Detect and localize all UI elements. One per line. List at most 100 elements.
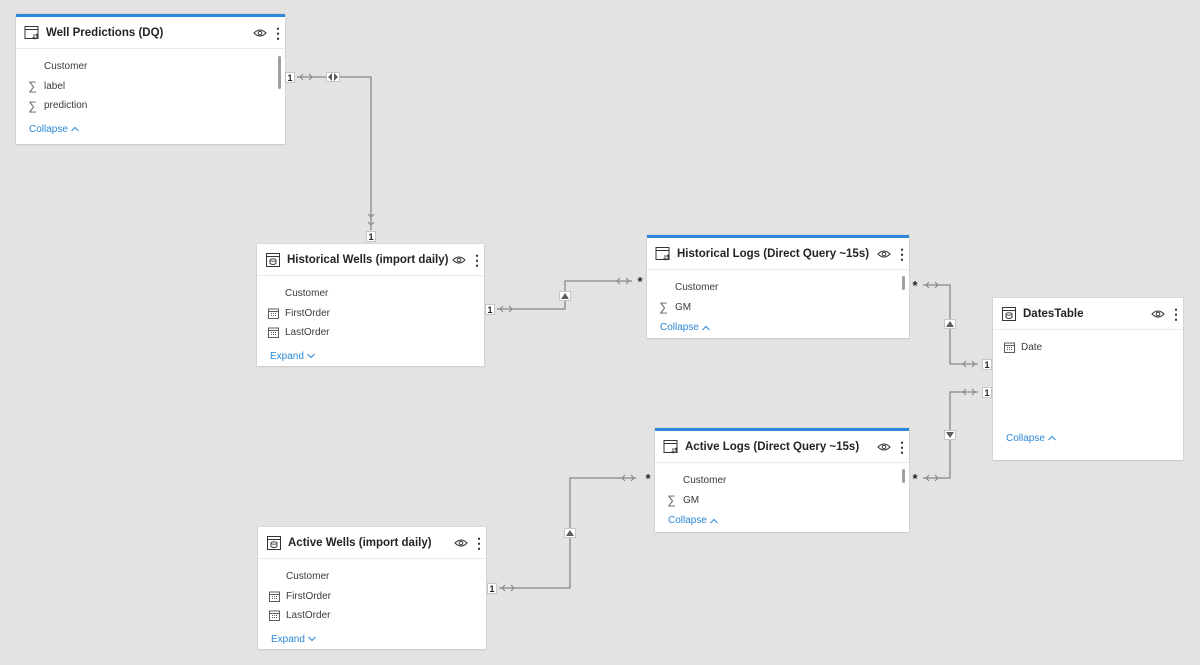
field-row[interactable]: ∑ GM [655,491,909,511]
expand-button[interactable]: Expand [271,634,316,645]
field-name: Customer [675,282,719,294]
eye-icon[interactable] [253,28,267,38]
more-options-icon[interactable]: ⋮ [271,24,285,41]
eye-icon[interactable] [454,538,468,548]
table-title: DatesTable [1023,307,1084,320]
collapse-button[interactable]: Collapse [1006,433,1056,444]
chevron-up-icon [710,518,718,523]
relationship-line-predictions-wells [297,76,372,230]
field-row[interactable]: ∑ GM [647,298,909,318]
line-end-marker [962,388,976,396]
filter-direction-up-icon[interactable] [559,291,571,301]
line-end-marker [299,73,313,81]
collapse-button[interactable]: Collapse [29,124,79,135]
field-name: Customer [286,571,330,583]
collapse-button[interactable]: Collapse [660,322,710,333]
field-name: Customer [44,61,88,73]
field-row[interactable]: Date [993,338,1183,358]
field-row[interactable]: LastOrder [257,323,484,343]
collapse-label: Collapse [1006,432,1045,444]
line-end-marker [925,281,939,289]
table-card-header[interactable]: Well Predictions (DQ) ⋮ [16,17,285,49]
calendar-icon [267,327,280,339]
field-row[interactable]: ∑label [16,77,285,97]
table-title: Historical Logs (Direct Query ~15s) [677,247,870,260]
filter-direction-up-icon[interactable] [944,319,956,329]
cardinality-many-badge: * [637,274,643,289]
field-name: GM [675,301,692,313]
chevron-up-icon [71,126,79,132]
field-row[interactable]: LastOrder [258,606,486,626]
calendar-icon [268,591,281,602]
field-name: GM [683,494,700,506]
more-options-icon[interactable]: ⋮ [472,534,486,551]
cardinality-many-badge: * [645,471,651,486]
chevron-up-icon [702,325,710,330]
field-row[interactable]: ∑ prediction [16,96,285,116]
more-options-icon[interactable]: ⋮ [895,245,909,262]
eye-icon[interactable] [877,442,891,452]
more-options-icon[interactable]: ⋮ [895,438,909,455]
collapse-button[interactable]: Collapse [668,515,718,526]
sigma-icon: ∑ [28,79,37,94]
scrollbar[interactable] [278,56,281,89]
import-table-icon [267,535,281,550]
table-card-historical-logs[interactable]: Historical Logs (Direct Query ~15s) ⋮ Cu… [647,235,909,338]
table-title: Active Wells (import daily) [288,536,432,549]
line-end-marker [962,360,976,368]
sigma-icon: ∑ [28,98,37,113]
cardinality-one-badge: 1 [485,304,495,315]
sigma-icon: ∑ [667,493,676,508]
table-card-historical-wells[interactable]: Historical Wells (import daily) ⋮ Custom… [257,244,484,366]
field-name: Customer [683,475,727,487]
calendar-icon [1003,342,1016,354]
cardinality-many-badge: * [912,471,918,486]
field-row[interactable]: FirstOrder [257,304,484,324]
field-name: prediction [44,100,88,112]
eye-icon[interactable] [1151,309,1165,319]
expand-button[interactable]: Expand [270,351,315,362]
field-name: LastOrder [286,610,331,622]
table-card-well-predictions[interactable]: Well Predictions (DQ) ⋮ Customer ∑label … [16,14,285,144]
table-card-header[interactable]: Historical Logs (Direct Query ~15s) ⋮ [647,238,909,270]
import-table-icon [1002,306,1016,321]
cardinality-one-badge: 1 [366,231,376,242]
table-card-active-wells[interactable]: Active Wells (import daily) ⋮ Customer F… [258,527,486,649]
chevron-up-icon [1048,435,1056,441]
field-name: LastOrder [285,327,330,339]
eye-icon[interactable] [452,255,466,265]
table-card-dates-table[interactable]: DatesTable ⋮ Date Collapse [993,298,1183,460]
table-card-header[interactable]: Active Wells (import daily) ⋮ [258,527,486,559]
more-options-icon[interactable]: ⋮ [1169,305,1183,322]
field-row[interactable]: FirstOrder [258,587,486,607]
cardinality-one-badge: 1 [982,387,992,398]
table-card-active-logs[interactable]: Active Logs (Direct Query ~15s) ⋮ Custom… [655,428,909,532]
sigma-icon: ∑ [659,300,668,315]
filter-direction-down-icon[interactable] [944,430,956,440]
chevron-down-icon [307,353,315,359]
cardinality-one-badge: 1 [487,583,497,594]
filter-direction-up-icon[interactable] [564,528,576,538]
collapse-label: Collapse [660,322,699,333]
expand-label: Expand [270,350,304,362]
bidirectional-filter-icon[interactable] [326,72,340,82]
field-row[interactable]: Customer [655,471,909,491]
cardinality-one-badge: 1 [285,72,295,83]
table-card-header[interactable]: DatesTable ⋮ [993,298,1183,330]
directquery-table-icon [24,25,39,40]
field-row[interactable]: Customer [257,284,484,304]
field-row[interactable]: Customer [16,57,285,77]
calendar-icon [267,308,280,319]
line-end-marker [499,305,513,313]
scrollbar[interactable] [902,276,905,290]
eye-icon[interactable] [877,249,891,259]
field-row[interactable]: Customer [647,278,909,298]
collapse-label: Collapse [29,123,68,135]
more-options-icon[interactable]: ⋮ [470,251,484,268]
chevron-down-icon [308,636,316,642]
scrollbar[interactable] [902,469,905,483]
cardinality-one-badge: 1 [982,359,992,370]
field-row[interactable]: Customer [258,567,486,587]
table-card-header[interactable]: Historical Wells (import daily) ⋮ [257,244,484,276]
table-card-header[interactable]: Active Logs (Direct Query ~15s) ⋮ [655,431,909,463]
